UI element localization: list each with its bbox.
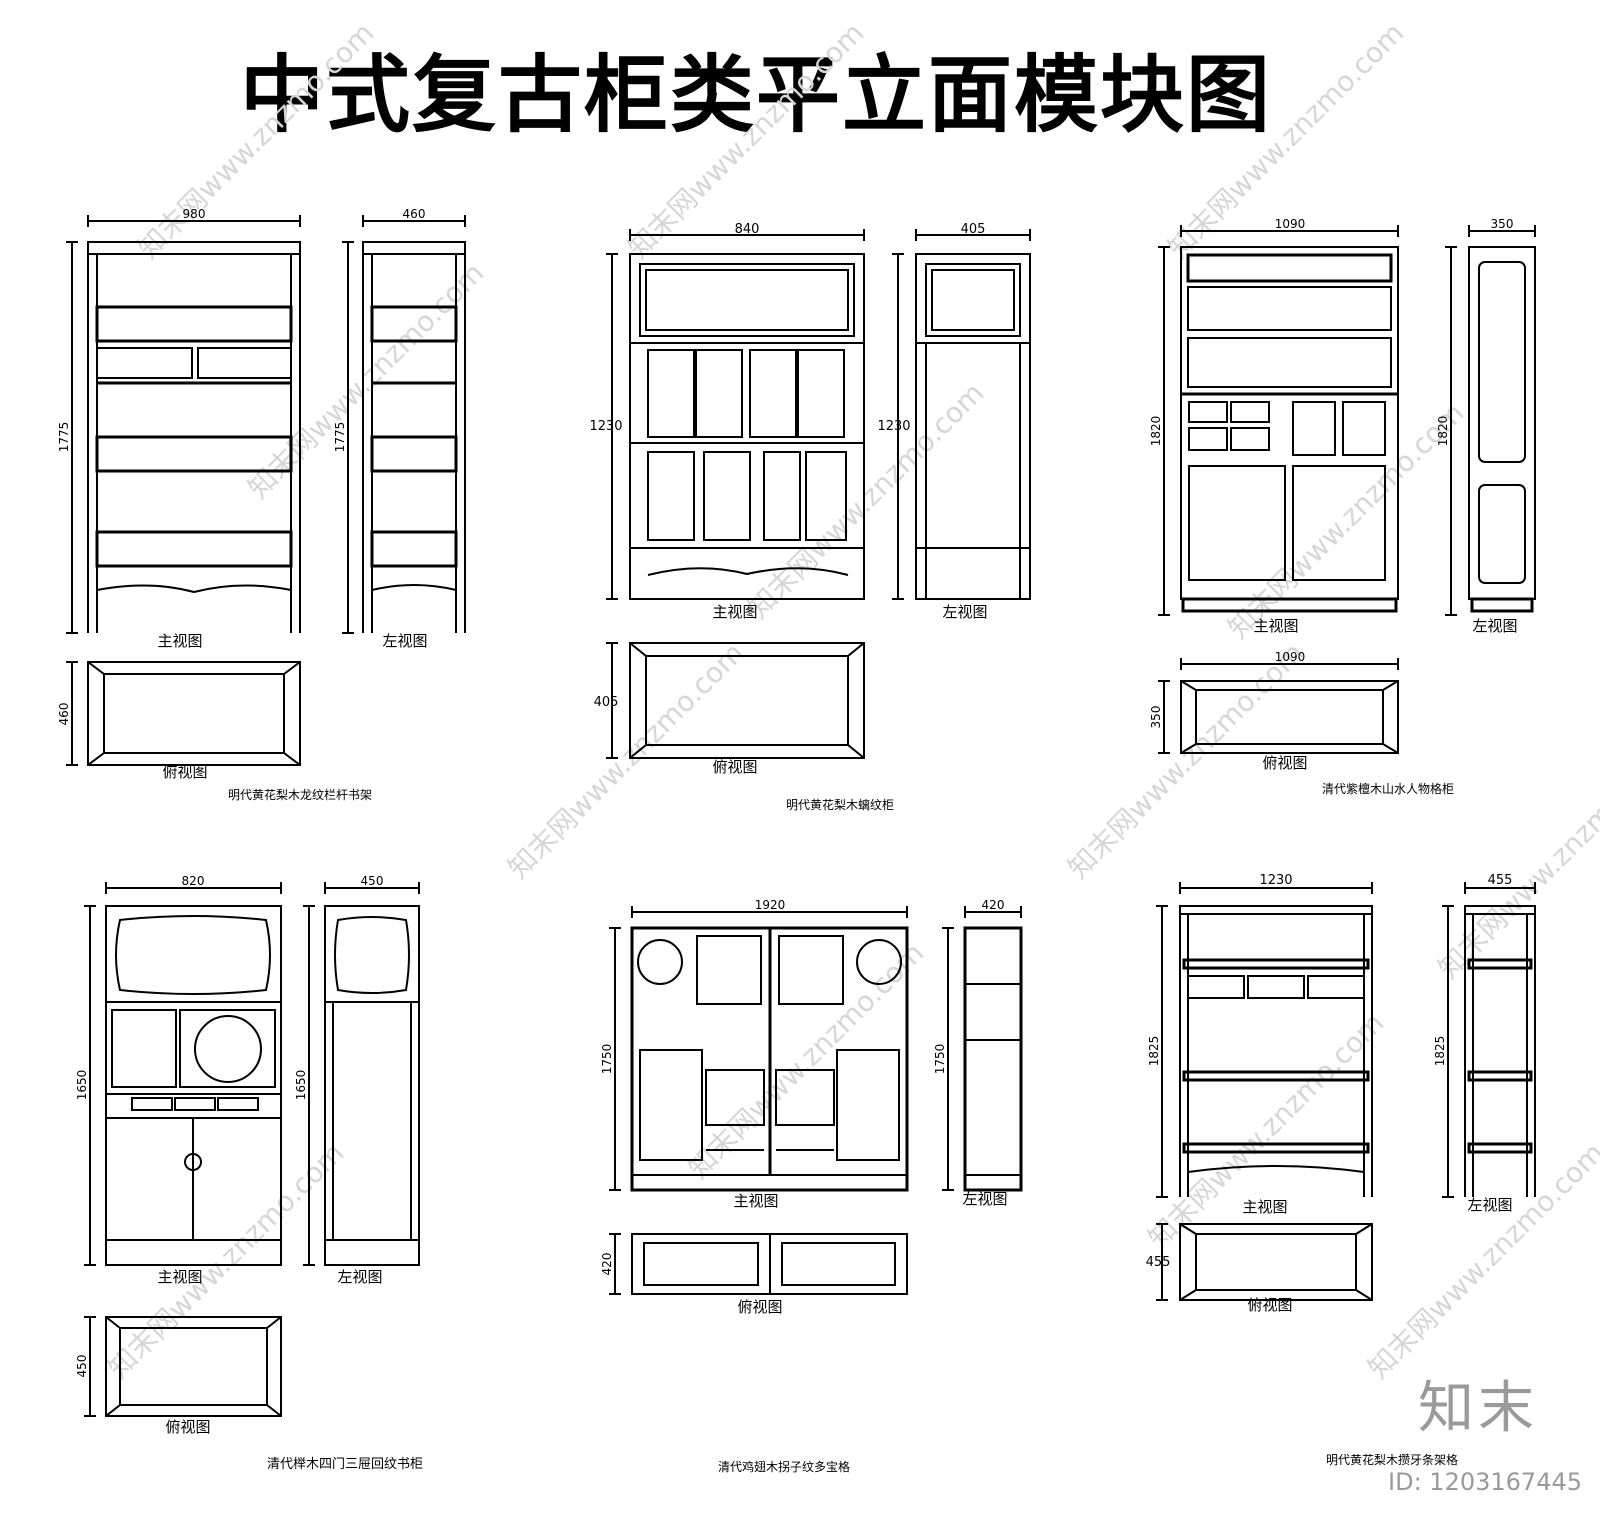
module-four-door-bookcase: 820 1650 主视图 450 1650 [75,874,423,1472]
module-name: 清代紫檀木山水人物格柜 [1322,781,1454,796]
dim-side-width: 420 [982,898,1005,912]
top-view: 420 俯视图 [600,1233,908,1316]
top-view-label: 俯视图 [162,763,207,781]
left-view-label: 左视图 [1467,1196,1512,1214]
left-view: 350 1820 左视图 [1436,217,1536,635]
top-view: 405 俯视图 [594,642,865,776]
watermark-text: 知末网www.znzmo.com [132,16,381,265]
image-id: ID: 1203167445 [1388,1468,1582,1496]
top-view-label: 俯视图 [1262,754,1307,772]
dim-plan-depth: 420 [600,1253,614,1276]
module-name: 明代黄花梨木龙纹栏杆书架 [228,787,372,802]
dim-front-height: 1650 [75,1070,89,1101]
dim-plan-depth: 405 [594,695,619,710]
top-view-label: 俯视图 [737,1298,782,1316]
dim-front-width: 980 [183,207,206,221]
front-view: 1920 1750 主视图 [600,898,909,1210]
front-view-label: 主视图 [157,632,202,650]
dim-side-height: 1750 [933,1044,947,1075]
left-view: 420 1750 左视图 [933,898,1023,1208]
module-name: 清代榉木四门三屉回纹书柜 [267,1457,423,1472]
front-view: 980 1775 主视图 [57,207,301,650]
dim-side-width: 455 [1488,873,1513,888]
module-name: 明代黄花梨木螭纹柜 [786,797,894,812]
watermark-text: 知末网www.znzmo.com [742,376,991,625]
left-view-label: 左视图 [1472,617,1517,635]
dim-front-width: 1920 [755,898,786,912]
left-view: 460 1775 左视图 [333,207,466,650]
dim-front-height: 1825 [1147,1036,1161,1067]
watermark-text: 知末网www.znzmo.com [1142,1006,1391,1255]
dim-plan-depth: 455 [1146,1255,1171,1270]
dim-plan-width: 1090 [1275,650,1306,664]
brand-logo: 知末 [1418,1376,1538,1441]
module-chi-dragon-cabinet: 840 1230 主视图 405 1230 左视图 [589,222,1031,812]
dim-side-height: 1650 [294,1070,308,1101]
top-view: 1090 350 俯视图 [1149,650,1399,772]
left-view-label: 左视图 [382,632,427,650]
left-view-label: 左视图 [337,1268,382,1286]
dim-front-width: 820 [182,874,205,888]
dim-side-height: 1820 [1436,416,1450,447]
dim-side-height: 1775 [333,422,347,453]
dim-front-width: 1230 [1259,873,1292,888]
dim-side-width: 350 [1491,217,1514,231]
dim-side-height: 1825 [1433,1036,1447,1067]
dim-side-width: 460 [403,207,426,221]
front-view-label: 主视图 [712,603,757,621]
dim-side-width: 405 [961,222,986,237]
top-view: 455 俯视图 [1146,1223,1373,1314]
front-view: 840 1230 主视图 [589,222,865,621]
watermark-text: 知末网www.znzmo.com [242,256,491,505]
module-shelf-rack: 1230 1825 主视图 455 1825 [1146,873,1536,1467]
front-view-label: 主视图 [1253,617,1298,635]
dim-side-width: 450 [361,874,384,888]
watermark-text: 知末网www.znzmo.com [1362,1136,1600,1385]
top-view-label: 俯视图 [712,758,757,776]
module-landscape-cabinet: 1090 1820 主视图 350 1820 [1149,217,1536,796]
module-bookshelf-dragon: 980 1775 主视图 460 1775 [57,207,466,802]
left-view: 405 1230 左视图 [877,222,1031,621]
watermark-text: 知末网www.znzmo.com [102,1136,351,1385]
front-view: 820 1650 主视图 [75,874,282,1286]
top-view-label: 俯视图 [165,1418,210,1436]
front-view: 1090 1820 主视图 [1149,217,1399,635]
dim-front-height: 1820 [1149,416,1163,447]
left-view: 455 1825 左视图 [1433,873,1536,1214]
dim-side-height: 1230 [877,419,910,434]
dim-plan-depth: 450 [75,1355,89,1378]
watermark-text: 知末网www.znzmo.com [1432,736,1600,985]
front-view-label: 主视图 [733,1192,778,1210]
dim-front-width: 840 [735,222,760,237]
front-view-label: 主视图 [1242,1198,1287,1216]
top-view: 450 俯视图 [75,1316,282,1436]
front-view: 1230 1825 主视图 [1147,873,1373,1216]
module-name: 明代黄花梨木攒牙条架格 [1326,1452,1458,1467]
dim-front-width: 1090 [1275,217,1306,231]
module-curio-shelf: 1920 1750 主视图 420 1750 左视图 [600,898,1023,1474]
left-view-label: 左视图 [942,603,987,621]
front-view-label: 主视图 [157,1268,202,1286]
watermark-text: 知末网www.znzmo.com [682,936,931,1185]
dim-plan-depth: 460 [57,703,71,726]
watermark-text: 知末网www.znzmo.com [1222,396,1471,645]
left-view-label: 左视图 [962,1190,1007,1208]
module-name: 清代鸡翅木拐子纹多宝格 [718,1459,850,1474]
left-view: 450 1650 左视图 [294,874,420,1286]
top-view: 460 俯视图 [57,661,301,781]
dim-front-height: 1750 [600,1044,614,1075]
top-view-label: 俯视图 [1247,1296,1292,1314]
dim-plan-depth: 350 [1149,706,1163,729]
dim-front-height: 1775 [57,422,71,453]
dim-front-height: 1230 [589,419,622,434]
sheet-title: 中式复古柜类平立面模块图 [240,46,1273,144]
